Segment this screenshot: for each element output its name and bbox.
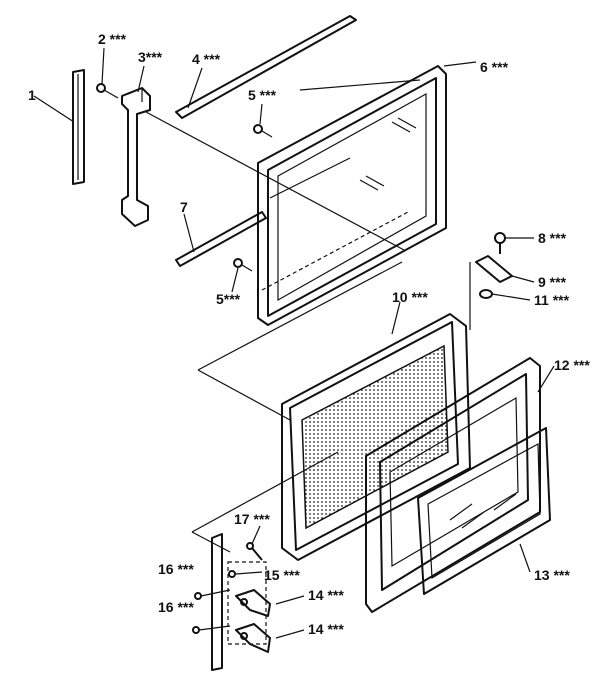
- screw-part-16-upper: [194, 589, 231, 600]
- door-handle-part-3: [121, 87, 151, 227]
- callout-1: 1: [28, 87, 36, 103]
- callout-7: 7: [180, 199, 188, 215]
- callout-10: 10 ***: [392, 289, 428, 305]
- callout-5-lower: 5***: [216, 291, 241, 307]
- outer-door-panel-part-6: [257, 65, 447, 326]
- hinge-bracket-part-9: [469, 255, 513, 330]
- callout-17: 17 ***: [234, 511, 270, 527]
- bolt-part-17: [246, 542, 263, 561]
- glass-window-part-13: [417, 427, 551, 595]
- callout-14-lower: 14 ***: [308, 621, 344, 637]
- hinge-clip-part-14-upper: [235, 589, 271, 617]
- callout-3: 3***: [138, 49, 163, 65]
- screw-part-5-upper: [253, 124, 273, 138]
- pin-part-15: [228, 570, 236, 578]
- alignment-line-lower-1: [191, 451, 339, 533]
- callout-13: 13 ***: [534, 567, 570, 583]
- callout-11: 11 ***: [534, 292, 570, 308]
- screw-part-16-lower: [192, 625, 231, 634]
- top-trim-bar-part-4: [175, 15, 357, 119]
- callout-16-lower: 16 ***: [158, 599, 194, 615]
- callout-2: 2 ***: [98, 31, 127, 47]
- callout-14-upper: 14 ***: [308, 587, 344, 603]
- callout-8: 8 ***: [538, 230, 567, 246]
- alignment-line-upper: [145, 111, 405, 251]
- washer-part-11: [479, 289, 493, 299]
- hinge-clip-part-14-lower: [235, 623, 271, 653]
- lower-trim-strip-part-7: [175, 211, 267, 267]
- trim-strip-part-1: [72, 69, 85, 185]
- callout-4: 4 ***: [192, 51, 221, 67]
- inner-door-liner-part-10: [197, 261, 471, 561]
- leader-lines: [33, 47, 555, 639]
- callout-6: 6 ***: [480, 59, 509, 75]
- screw-part-5-lower: [233, 258, 253, 272]
- hinge-bolt-part-8: [494, 232, 506, 254]
- callout-5-upper: 5 ***: [248, 87, 277, 103]
- screw-part-2: [96, 83, 119, 99]
- callout-15: 15 ***: [264, 567, 300, 583]
- callout-12: 12 ***: [554, 357, 590, 373]
- callout-16-upper: 16 ***: [158, 561, 194, 577]
- callout-9: 9 ***: [538, 274, 567, 290]
- lower-hinge-channel: [211, 533, 267, 671]
